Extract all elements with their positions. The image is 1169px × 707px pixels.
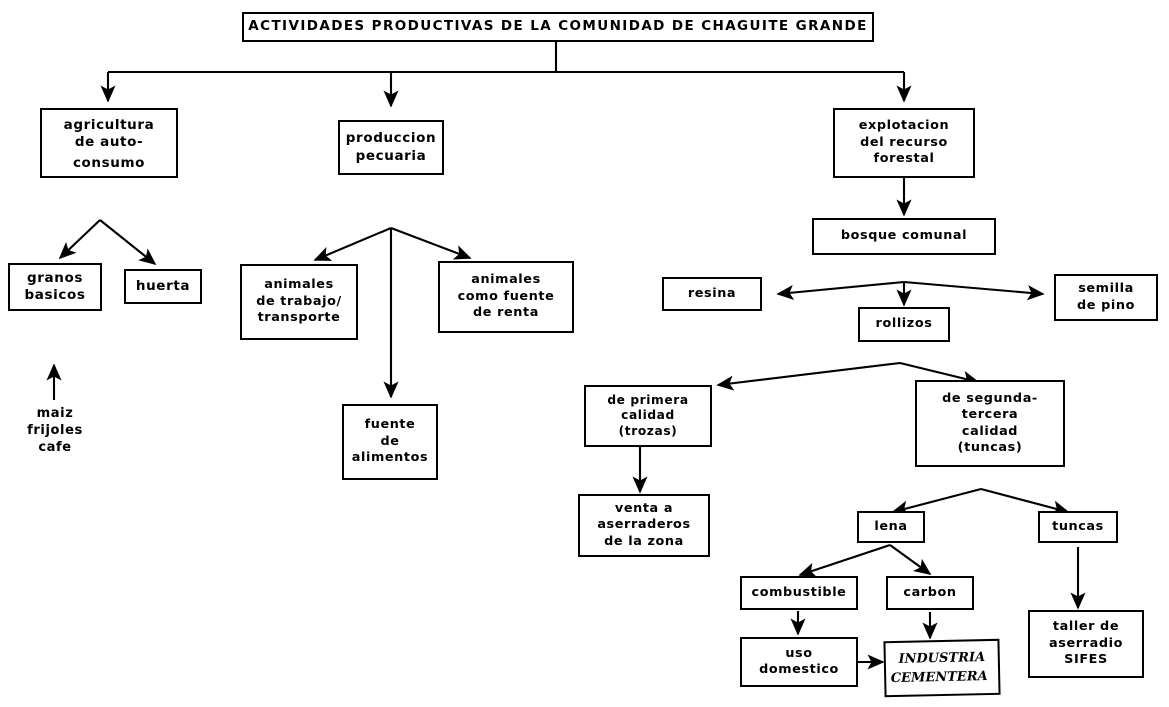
link-lena-combustible (798, 544, 891, 578)
link-segunda-lena (891, 487, 982, 516)
node-line: transporte (257, 310, 341, 326)
node-agricultura-de-autoconsumo: agricultura de auto- consumo (40, 108, 178, 178)
node-semilla-de-pino: semilla de pino (1054, 274, 1158, 321)
node-line: animales (471, 272, 541, 288)
node-line: aserraderos (597, 517, 691, 533)
node-line: produccion (345, 130, 437, 147)
node-industria-cementera: INDUSTRIA CEMENTERA (883, 638, 1001, 698)
node-line: domestico (759, 662, 839, 677)
node-line: de primera (607, 392, 689, 407)
node-line: calidad (621, 408, 675, 423)
note-line: frijoles (27, 423, 83, 439)
node-line: lena (874, 518, 908, 534)
node-line: fuente (364, 417, 416, 433)
node-line: del recurso (860, 134, 948, 150)
node-line: de trabajo/ (256, 293, 342, 309)
link-pecuaria-animales-trabajo (313, 227, 392, 261)
node-line: taller de (1052, 619, 1120, 635)
node-line: pecuaria (355, 147, 427, 164)
node-line: basicos (24, 287, 86, 303)
link-agricultura-huerta (99, 219, 157, 266)
node-bosque-comunal: bosque comunal (812, 218, 996, 255)
node-line: (trozas) (618, 423, 678, 438)
node-animales-de-trabajo-transporte: animales de trabajo/ transporte (240, 264, 358, 340)
title-label: ACTIVIDADES PRODUCTIVAS DE LA COMUNIDAD … (248, 18, 868, 35)
node-line: alimentos (351, 450, 429, 466)
node-line: animales (264, 277, 334, 293)
node-line: calidad (961, 423, 1019, 439)
node-line: CEMENTERA (890, 669, 988, 687)
node-lena: lena (857, 511, 925, 543)
node-line: carbon (903, 584, 957, 600)
link-bosque-semilla (903, 280, 1045, 301)
node-produccion-pecuaria: produccion pecuaria (338, 120, 444, 175)
node-rollizos: rollizos (858, 307, 950, 342)
node-line: tercera (961, 407, 1019, 423)
node-line: rollizos (875, 316, 933, 332)
node-de-segunda-tercera-calidad-tuncas: de segunda- tercera calidad (tuncas) (915, 380, 1065, 467)
node-line: (tuncas) (957, 439, 1023, 455)
node-line: aserradio (1049, 635, 1123, 651)
node-line: huerta (135, 277, 191, 294)
node-line: granos (27, 269, 83, 286)
node-de-primera-calidad-trozas: de primera calidad (trozas) (584, 385, 712, 447)
node-line: tuncas (1052, 518, 1104, 534)
node-line: venta a (614, 500, 674, 516)
node-line: de auto- (74, 134, 144, 151)
link-lena-carbon (889, 544, 932, 575)
node-resina: resina (662, 277, 762, 311)
title-box: ACTIVIDADES PRODUCTIVAS DE LA COMUNIDAD … (242, 12, 874, 42)
link-agricultura-granos (58, 219, 101, 260)
node-line: de renta (473, 305, 539, 321)
node-animales-como-fuente-de-renta: animales como fuente de renta (438, 261, 574, 333)
note-line: maiz (36, 406, 74, 421)
node-line: resina (687, 285, 737, 301)
node-carbon: carbon (886, 576, 974, 610)
node-line: INDUSTRIA (898, 649, 986, 667)
node-line: de (380, 433, 400, 449)
node-line: de la zona (604, 533, 684, 549)
node-line: semilla (1078, 281, 1134, 297)
node-venta-a-aserraderos-de-la-zona: venta a aserraderos de la zona (578, 494, 710, 557)
node-line: SIFES (1064, 652, 1108, 668)
link-rollizos-segunda (899, 361, 980, 386)
node-explotacion-del-recurso-forestal: explotacion del recurso forestal (833, 108, 975, 178)
node-huerta: huerta (124, 269, 202, 304)
node-line: consumo (72, 154, 146, 171)
node-taller-de-aserradio-sifes: taller de aserradio SIFES (1028, 610, 1144, 678)
node-line: como fuente (457, 288, 555, 304)
note-line: cafe (38, 440, 72, 456)
node-line: combustible (751, 584, 847, 600)
node-uso-domestico: uso domestico (740, 637, 858, 687)
node-line: explotacion (858, 118, 950, 134)
node-line: bosque comunal (840, 228, 968, 244)
link-rollizos-primera (716, 361, 901, 391)
node-line: de segunda- (942, 390, 1038, 406)
link-segunda-tuncas (980, 487, 1070, 516)
node-tuncas: tuncas (1038, 511, 1118, 543)
node-granos-basicos: granos basicos (8, 263, 102, 311)
link-pecuaria-animales-renta (390, 227, 472, 260)
link-bosque-resina (776, 280, 905, 301)
note-maiz-frijoles-cafe: maiz frijoles cafe (14, 405, 96, 456)
node-line: agricultura (63, 117, 155, 134)
node-fuente-de-alimentos: fuente de alimentos (342, 404, 438, 480)
node-line: forestal (873, 151, 935, 167)
node-line: uso (785, 645, 813, 661)
node-combustible: combustible (740, 576, 858, 610)
node-line: de pino (1077, 297, 1135, 313)
